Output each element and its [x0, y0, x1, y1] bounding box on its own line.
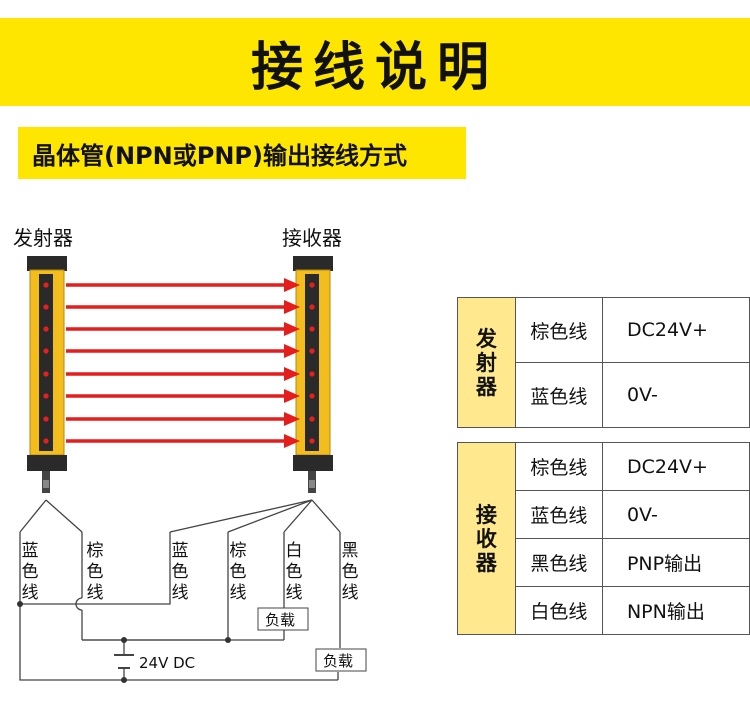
page-title: 接线说明: [250, 37, 499, 98]
receiver-led: [309, 393, 315, 399]
light-beams: [66, 278, 300, 448]
wire-label-char: 黑: [342, 541, 359, 561]
wire-label-char: 色: [22, 562, 39, 582]
receiver-device: [293, 256, 333, 493]
wire-label-char: 棕: [87, 541, 104, 561]
receiver-led: [309, 326, 315, 332]
wire-label-char: 线: [87, 583, 104, 603]
wire-label-char: 色: [342, 562, 359, 582]
function-cell: 0V-: [601, 490, 750, 539]
receiver-group-cell: 接 收 器: [457, 442, 516, 635]
beam-arrowhead: [284, 389, 300, 403]
beam-arrowhead: [284, 322, 300, 336]
group-char: 射: [475, 350, 497, 375]
wire-label-char: 色: [172, 562, 189, 582]
emitter-led: [43, 393, 49, 399]
group-char: 接: [475, 502, 497, 527]
receiver-led: [309, 438, 315, 444]
emitter-led: [43, 371, 49, 377]
wire-label-char: 线: [22, 583, 39, 603]
receiver-wiring-table: 接 收 器 棕色线 DC24V+ 蓝色线 0V- 黑色线 PNP输出 白色线 N…: [457, 442, 750, 635]
load-box-1: [257, 607, 309, 631]
wire-label-char: 蓝: [172, 541, 189, 561]
beam-arrowhead: [284, 344, 300, 358]
receiver-led: [309, 371, 315, 377]
wire-cell: 白色线: [514, 586, 603, 635]
wire-label-char: 色: [230, 562, 247, 582]
emitter-device: [27, 256, 67, 493]
emitter-led: [43, 326, 49, 332]
function-cell: PNP输出: [601, 538, 750, 587]
function-cell: DC24V+: [601, 297, 750, 363]
function-cell: NPN输出: [601, 586, 750, 635]
load-label-2: 负载: [323, 652, 353, 670]
emitter-led: [43, 416, 49, 422]
wire-label-char: 棕: [230, 541, 247, 561]
emitter-led: [43, 282, 49, 288]
wire-cell: 蓝色线: [514, 490, 603, 539]
emitter-led: [43, 438, 49, 444]
wire-cell: 棕色线: [514, 297, 603, 363]
beam-arrowhead: [284, 278, 300, 292]
wire-label-char: 色: [286, 562, 303, 582]
group-char: 发: [475, 326, 497, 351]
wire-cell: 黑色线: [514, 538, 603, 587]
emitter-led: [43, 348, 49, 354]
receiver-led: [309, 348, 315, 354]
group-char: 收: [475, 526, 497, 551]
wire-cell: 蓝色线: [514, 362, 603, 428]
section-subtitle: 晶体管(NPN或PNP)输出接线方式: [32, 141, 407, 170]
wire-label-char: 蓝: [22, 541, 39, 561]
load-label-1: 负载: [265, 611, 295, 629]
supply-label: 24V DC: [139, 654, 195, 672]
group-char: 器: [475, 550, 497, 575]
wire-label-char: 线: [172, 583, 189, 603]
emitter-group-cell: 发 射 器: [457, 297, 516, 428]
wire-label-char: 线: [286, 583, 303, 603]
beam-arrowhead: [284, 434, 300, 448]
wire-cell: 棕色线: [514, 442, 603, 491]
receiver-led: [309, 304, 315, 310]
wiring-lines: [19, 499, 341, 681]
load-box-2: [315, 648, 367, 672]
function-cell: DC24V+: [601, 442, 750, 491]
group-char: 器: [475, 374, 497, 399]
subtitle-banner: 晶体管(NPN或PNP)输出接线方式: [18, 127, 466, 179]
beam-arrowhead: [284, 300, 300, 314]
function-cell: 0V-: [601, 362, 750, 428]
wire-label-char: 白: [286, 541, 303, 561]
title-banner: 接线说明: [0, 18, 750, 106]
wire-label-char: 线: [230, 583, 247, 603]
emitter-led: [43, 304, 49, 310]
wire-label-char: 线: [342, 583, 359, 603]
emitter-wiring-table: 发 射 器 棕色线 DC24V+ 蓝色线 0V-: [457, 297, 750, 428]
junction-dots: [17, 601, 231, 683]
receiver-label: 接收器: [282, 226, 342, 250]
emitter-label: 发射器: [13, 226, 73, 250]
receiver-led: [309, 282, 315, 288]
beam-arrowhead: [284, 367, 300, 381]
receiver-led: [309, 416, 315, 422]
beam-arrowhead: [284, 412, 300, 426]
wire-label-char: 色: [87, 562, 104, 582]
